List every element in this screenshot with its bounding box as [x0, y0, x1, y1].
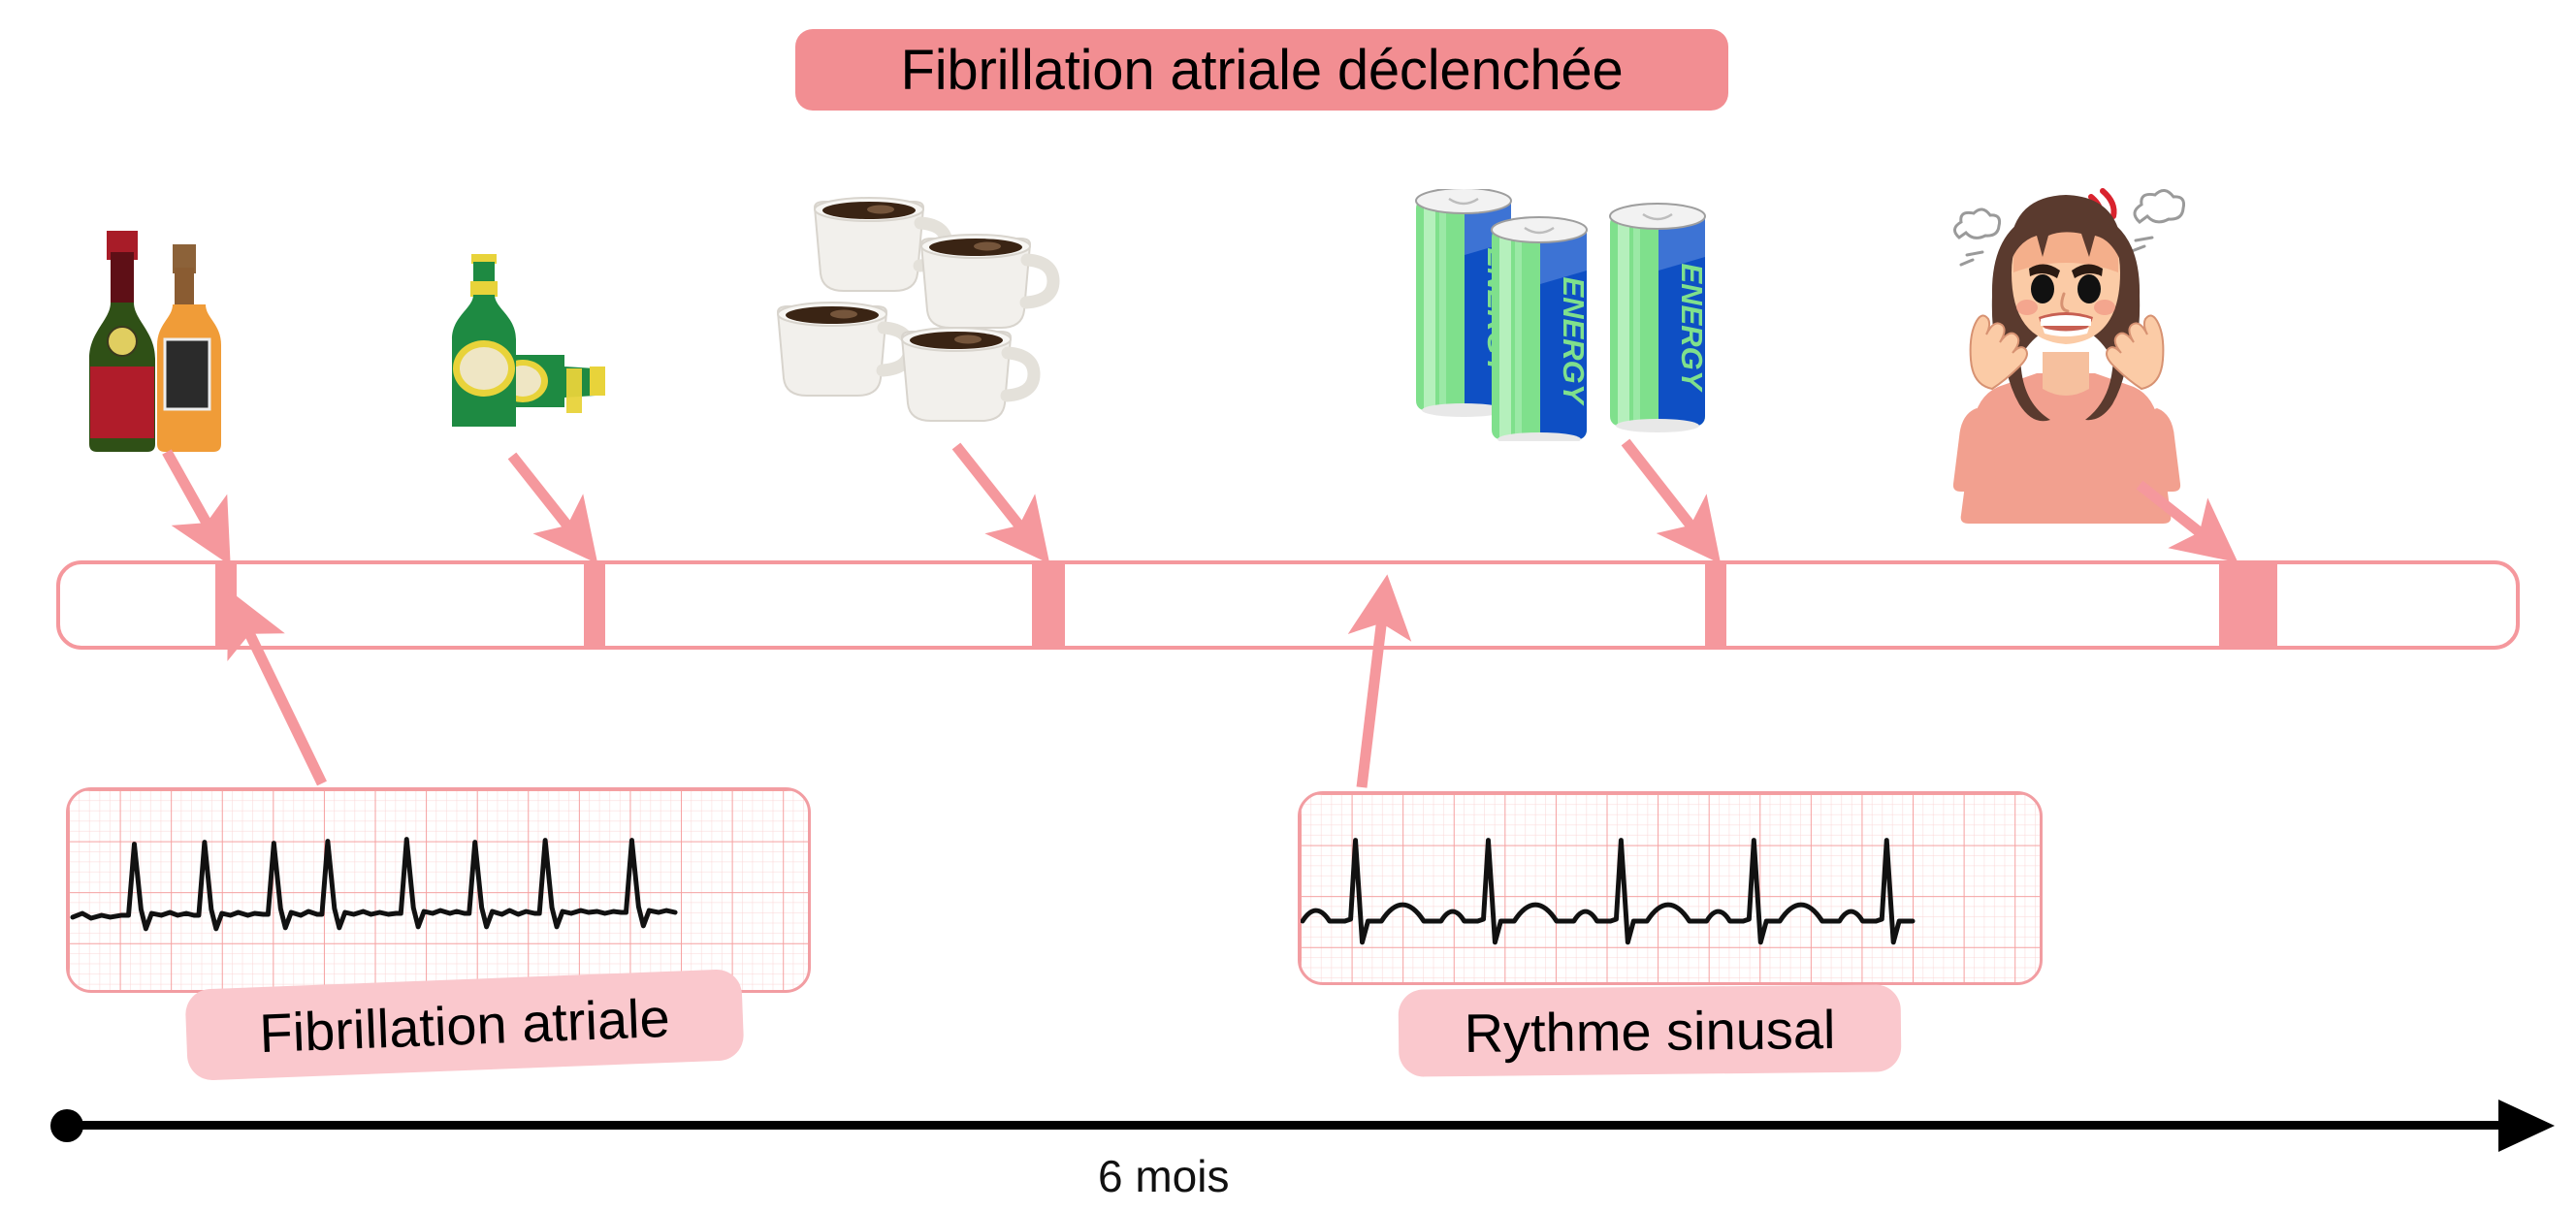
stressed-woman-icon: [1938, 179, 2195, 524]
timeline-marker-alcohol-spirits[interactable]: [215, 560, 237, 650]
timeline-marker-stress[interactable]: [2219, 560, 2277, 650]
af-rhythm-text: Fibrillation atriale: [258, 986, 671, 1064]
timeline-bar: [56, 560, 2520, 650]
energy-drink-cans-icon: ENERGY: [1406, 186, 1717, 448]
arrow-alcohol-to-timeline: [162, 449, 231, 566]
arrow-energy-to-timeline: [1621, 438, 1722, 564]
liquor-bottles-icon: [68, 223, 242, 456]
top-banner-text: Fibrillation atriale déclenchée: [900, 38, 1624, 102]
ecg-strip-sinus-rhythm: [1298, 791, 2043, 985]
axis-arrow-icon: [2498, 1100, 2555, 1152]
ecg-grid-sinus: [1301, 794, 2040, 982]
timeline-marker-energy-drinks[interactable]: [1705, 560, 1726, 650]
beer-bottles-icon: [419, 233, 642, 436]
sinus-rhythm-label: Rythme sinusal: [1398, 984, 1902, 1077]
sinus-rhythm-text: Rythme sinusal: [1464, 998, 1836, 1064]
coffee-cups-icon: [774, 194, 1084, 436]
timeline-marker-beer[interactable]: [584, 560, 605, 650]
top-banner-label: Fibrillation atriale déclenchée: [795, 29, 1728, 111]
arrow-coffee-to-timeline: [951, 442, 1050, 564]
timeline-marker-coffee[interactable]: [1032, 560, 1065, 650]
axis-duration-label: 6 mois: [1098, 1151, 1230, 1201]
ecg-grid-af: [69, 790, 808, 990]
ecg-strip-atrial-fibrillation: [66, 787, 811, 993]
arrow-beer-to-timeline: [507, 452, 598, 564]
axis-line: [66, 1121, 2498, 1130]
